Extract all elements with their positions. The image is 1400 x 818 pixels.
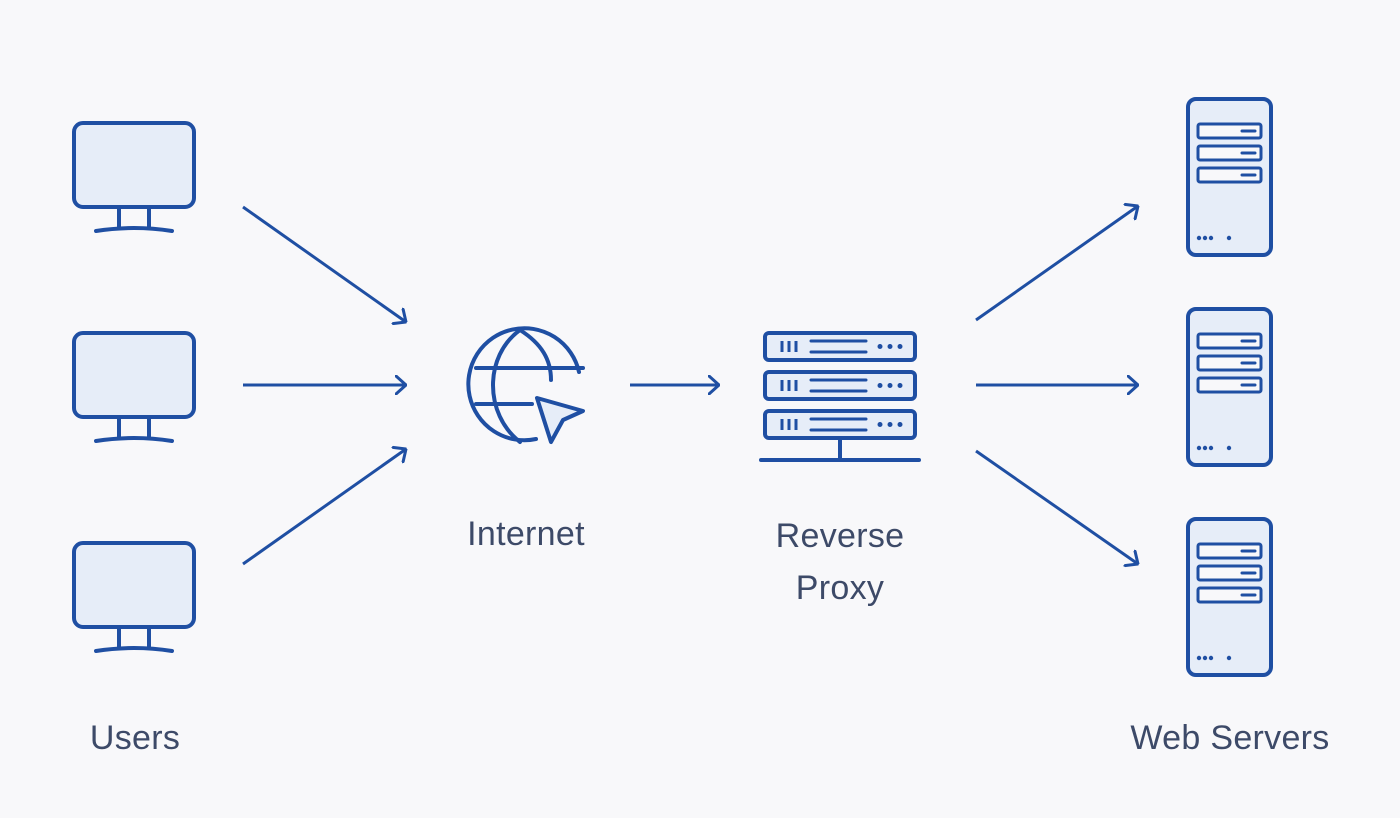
reverse-proxy-label-line2: Proxy	[795, 569, 885, 607]
web-server-3	[1186, 517, 1273, 677]
web-server-2	[1186, 307, 1273, 467]
web-servers-label: Web Servers	[1130, 719, 1330, 757]
server-tower-icon	[1186, 307, 1273, 467]
server-rack-icon	[759, 331, 921, 462]
reverse-proxy-label-line1: Reverse	[775, 517, 905, 555]
users-label: Users	[89, 719, 181, 757]
server-tower-icon	[1186, 97, 1273, 257]
globe-cursor-icon	[466, 326, 585, 444]
web-server-1	[1186, 97, 1273, 257]
arrow-user1-to-internet	[242, 205, 406, 322]
arrow-proxy-to-server3	[975, 449, 1138, 564]
arrow-user3-to-internet	[242, 449, 406, 566]
server-tower-icon	[1186, 517, 1273, 677]
reverse-proxy-label: Reverse Proxy	[740, 510, 940, 614]
arrow-proxy-to-server1	[975, 206, 1138, 322]
internet-label: Internet	[467, 515, 585, 553]
